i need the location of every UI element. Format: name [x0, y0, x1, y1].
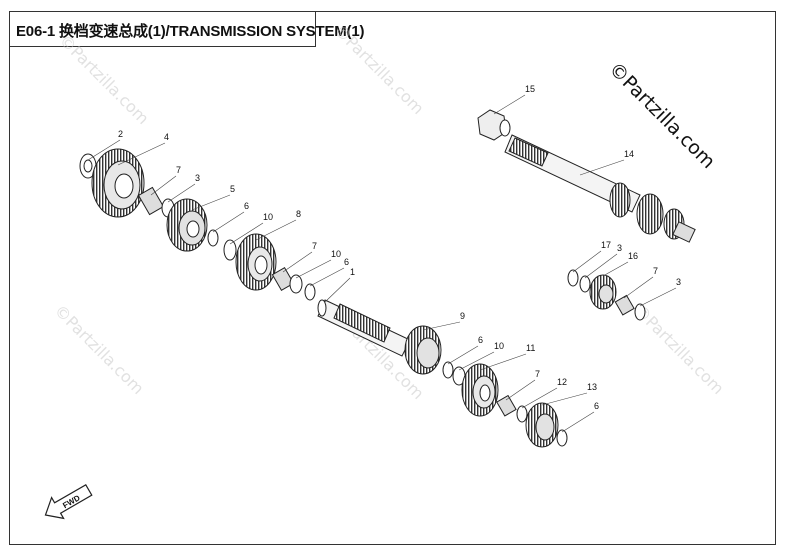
callout-2: 2: [118, 129, 123, 139]
leader-lines: [87, 94, 677, 433]
part-7-bearing-a: [137, 186, 165, 216]
mainshaft-assembly: [79, 148, 568, 448]
part-10-washer-b: [289, 274, 303, 294]
callout-7: 7: [176, 165, 181, 175]
callout-15: 15: [525, 84, 535, 94]
callout-16: 16: [628, 251, 638, 261]
callout-11: 11: [526, 343, 535, 353]
callout-7c: 7: [535, 369, 540, 379]
part-10-washer-a: [223, 239, 237, 261]
countershaft-assembly: [477, 109, 696, 243]
callout-1: 1: [350, 267, 355, 277]
part-3-washer-b: [579, 275, 591, 293]
part-7-bearing-d: [614, 294, 635, 316]
callout-10c: 10: [494, 341, 504, 351]
callout-13: 13: [587, 382, 597, 392]
diagram-title: E06-1 换档变速总成(1)/TRANSMISSION SYSTEM(1): [16, 23, 365, 40]
callout-6: 6: [244, 201, 249, 211]
callout-7b: 7: [312, 241, 317, 251]
callout-9: 9: [460, 311, 465, 321]
callout-3: 3: [195, 173, 200, 183]
callout-6d: 6: [594, 401, 599, 411]
part-17-circlip: [567, 269, 579, 287]
part-6-circlip-a: [207, 229, 219, 247]
part-12-washer: [516, 405, 528, 423]
callout-numbers: 2 4 7 3 5 6 10 8 7 10 6 1 9 6 10 11 7 12…: [118, 84, 681, 411]
callout-12: 12: [557, 377, 567, 387]
callout-7d: 7: [653, 266, 658, 276]
callout-6b: 6: [344, 257, 349, 267]
callout-17: 17: [601, 240, 611, 250]
drawing-frame: [9, 11, 776, 545]
callout-10b: 10: [331, 249, 341, 259]
part-3-washer-c: [634, 303, 646, 321]
callout-10: 10: [263, 212, 273, 222]
callout-3b: 3: [617, 243, 622, 253]
callout-8: 8: [296, 209, 301, 219]
callout-6c: 6: [478, 335, 483, 345]
part-6-circlip-b: [304, 283, 316, 301]
part-7-bearing-c: [496, 394, 517, 417]
reverse-gear-group: [567, 269, 646, 321]
callout-5: 5: [230, 184, 235, 194]
part-7-bearing-b: [271, 267, 295, 291]
part-6-circlip-d: [556, 429, 568, 447]
callout-14: 14: [624, 149, 634, 159]
title-box: [10, 11, 316, 47]
fwd-arrow: FWD: [44, 483, 93, 520]
callout-3c: 3: [676, 277, 681, 287]
part-6-circlip-c: [442, 361, 454, 379]
callout-4: 4: [164, 132, 169, 142]
